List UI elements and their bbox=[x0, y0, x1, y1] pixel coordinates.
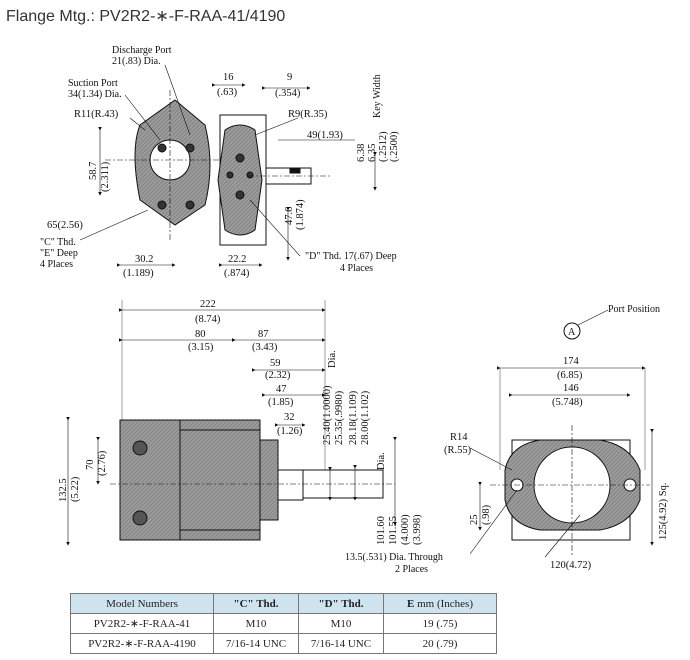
col-e-unit: mm (Inches) bbox=[417, 597, 473, 610]
dim-49: 49(1.93) bbox=[307, 130, 343, 141]
model-table: Model Numbers "C" Thd. "D" Thd. E mm (In… bbox=[70, 593, 497, 654]
dim-587-in: (2.311) bbox=[100, 161, 111, 192]
r14-in: (R.55) bbox=[444, 445, 472, 456]
discharge-dia-label: 21(.83) Dia. bbox=[112, 56, 161, 67]
dim-222-in: (.874) bbox=[224, 268, 250, 279]
dim-135-label: 13.5(.531) Dia. Through bbox=[345, 552, 443, 563]
dim-2512: (.2512) bbox=[378, 131, 389, 162]
suction-port-label: Suction Port bbox=[68, 78, 118, 89]
cell-model: PV2R2-∗-F-RAA-41 bbox=[70, 613, 214, 634]
dim-70-in: (2.76) bbox=[97, 450, 108, 476]
dim-146-in: (5.748) bbox=[552, 397, 583, 408]
dim-302: 30.2 bbox=[135, 254, 153, 265]
e-deep-label: "E" Deep bbox=[40, 248, 78, 259]
dim-4000: (4.000) bbox=[400, 514, 411, 545]
four-places-label: 4 Places bbox=[40, 259, 73, 270]
dim-87-in: (3.43) bbox=[252, 342, 278, 353]
cell-model: PV2R2-∗-F-RAA-4190 bbox=[70, 633, 214, 654]
dim-70: 70 bbox=[85, 460, 96, 471]
dim-174: 174 bbox=[563, 356, 580, 367]
flange-view bbox=[469, 309, 654, 558]
dim-635: 6.35 bbox=[367, 144, 378, 162]
r9-label: R9(R.35) bbox=[288, 109, 328, 120]
cell-e: 20 (.79) bbox=[383, 633, 497, 654]
dim-638: 6.38 bbox=[356, 144, 367, 162]
dim-1016-dia: Dia. bbox=[376, 452, 387, 470]
port-a-label: A bbox=[568, 327, 576, 338]
key-width-label: Key Width bbox=[372, 74, 383, 118]
dim-9-in: (.354) bbox=[275, 88, 301, 99]
discharge-port-label: Discharge Port bbox=[112, 45, 172, 56]
col-e: E mm (Inches) bbox=[383, 593, 497, 614]
dim-476: 47.6 bbox=[284, 207, 295, 225]
cell-d-thd: 7/16-14 UNC bbox=[298, 633, 384, 654]
table-row: PV2R2-∗-F-RAA-4190 7/16-14 UNC 7/16-14 U… bbox=[70, 633, 497, 654]
dim-2818: 28.18(1.109) bbox=[348, 390, 359, 445]
cell-d-thd: M10 bbox=[298, 613, 384, 634]
dim-47: 47 bbox=[276, 384, 287, 395]
col-c-thd: "C" Thd. bbox=[213, 593, 299, 614]
dim-174-in: (6.85) bbox=[557, 370, 583, 381]
c-thd-label: "C" Thd. bbox=[40, 237, 76, 248]
dim-222-len: 222 bbox=[200, 299, 216, 310]
dim-65: 65(2.56) bbox=[47, 220, 83, 231]
dim-2800: 28.00(1.102) bbox=[360, 390, 371, 445]
dim-1016a: 101.60 bbox=[376, 516, 387, 545]
dim-47-in: (1.85) bbox=[268, 397, 294, 408]
dim-16-in: (.63) bbox=[217, 87, 238, 98]
dim-302-in: (1.189) bbox=[123, 268, 154, 279]
page-title: Flange Mtg.: PV2R2-∗-F-RAA-41/4190 bbox=[6, 8, 286, 25]
d-thd-label: "D" Thd. 17(.67) Deep bbox=[305, 251, 397, 262]
dim-125: 125(4.92) Sq. bbox=[658, 483, 669, 540]
pump-drawing: Discharge Port 21(.83) Dia. Suction Port… bbox=[40, 45, 669, 575]
col-d-thd: "D" Thd. bbox=[298, 593, 384, 614]
dim-587: 58.7 bbox=[88, 162, 99, 180]
dim-146: 146 bbox=[563, 383, 579, 394]
dim-25-in: (.98) bbox=[481, 504, 492, 525]
cell-e: 19 (.75) bbox=[383, 613, 497, 634]
dim-80-in: (3.15) bbox=[188, 342, 214, 353]
dim-32: 32 bbox=[284, 412, 295, 423]
dim-80: 80 bbox=[195, 329, 206, 340]
dim-59: 59 bbox=[270, 358, 281, 369]
dia-label: Dia. bbox=[327, 350, 338, 368]
dim-2540: 25.40(1.0000) bbox=[322, 385, 333, 445]
dim-1325-in: (5.22) bbox=[70, 476, 81, 502]
col-e-letter: E bbox=[407, 597, 415, 610]
dim-120: 120(4.72) bbox=[550, 560, 592, 571]
dim-1016b: 101.55 bbox=[388, 516, 399, 545]
dim-1325: 132.5 bbox=[58, 478, 69, 502]
side-view bbox=[66, 300, 397, 546]
two-places-label: 2 Places bbox=[395, 564, 428, 575]
top-view bbox=[79, 64, 377, 267]
dim-9: 9 bbox=[287, 72, 292, 83]
dim-87: 87 bbox=[258, 329, 269, 340]
dim-59-in: (2.32) bbox=[265, 370, 291, 381]
cell-c-thd: 7/16-14 UNC bbox=[213, 633, 299, 654]
port-position-label: Port Position bbox=[608, 304, 660, 315]
dim-222-len-in: (8.74) bbox=[195, 314, 221, 325]
r11-label: R11(R.43) bbox=[74, 109, 119, 120]
dim-222: 22.2 bbox=[228, 254, 246, 265]
dim-2535: 25.35(.9980) bbox=[334, 390, 345, 445]
col-model: Model Numbers bbox=[70, 593, 214, 614]
cell-c-thd: M10 bbox=[213, 613, 299, 634]
table-row: PV2R2-∗-F-RAA-41 M10 M10 19 (.75) bbox=[70, 613, 497, 634]
dim-32-in: (1.26) bbox=[277, 426, 303, 437]
dim-25: 25 bbox=[469, 515, 480, 526]
dim-16: 16 bbox=[223, 72, 234, 83]
four-places-label-2: 4 Places bbox=[340, 263, 373, 274]
dim-3998: (3.998) bbox=[412, 514, 423, 545]
table-header-row: Model Numbers "C" Thd. "D" Thd. E mm (In… bbox=[70, 593, 497, 614]
dim-476-in: (1.874) bbox=[295, 199, 306, 230]
r14-label: R14 bbox=[450, 432, 468, 443]
suction-dia-label: 34(1.34) Dia. bbox=[68, 89, 122, 100]
dim-2500: (.2500) bbox=[389, 131, 400, 162]
